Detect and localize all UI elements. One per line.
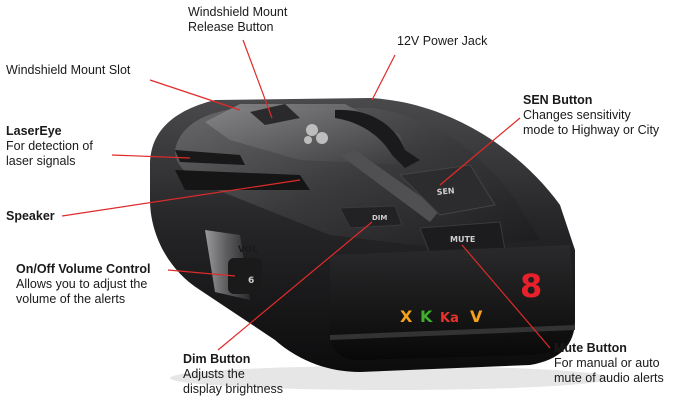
callout-power-jack-title: 12V Power Jack [397, 34, 488, 48]
band-indicator-ka: Ka [440, 311, 459, 326]
callout-power-jack: 12V Power Jack [397, 34, 487, 49]
callout-dim-button-title: Dim Button [183, 352, 251, 366]
callout-volume-title: On/Off Volume Control [16, 262, 151, 276]
volume-knob-label: VOL [238, 245, 258, 255]
volume-knob[interactable] [228, 258, 262, 294]
callout-sen-button-desc2: mode to Highway or City [523, 123, 660, 137]
callout-dim-button-desc2: display brightness [183, 382, 284, 396]
sen-button-label: SEN [436, 186, 455, 197]
callout-volume-desc1: Allows you to adjust the [16, 277, 148, 291]
callout-windshield-release: Windshield Mount Release Button [188, 5, 287, 35]
callout-volume-desc2: volume of the alerts [16, 292, 126, 306]
callout-mute-button-title: Mute Button [554, 341, 627, 355]
callout-windshield-release-title: Windshield Mount [188, 5, 288, 19]
callout-sen-button: SEN Button Changes sensitivity mode to H… [523, 93, 659, 138]
mount-ridge [335, 109, 420, 168]
callout-volume: On/Off Volume Control Allows you to adju… [16, 262, 150, 307]
display-digit: 8 [520, 267, 542, 305]
callout-lasereye-desc2: laser signals [6, 154, 76, 168]
callout-lasereye: LaserEye For detection of laser signals [6, 124, 93, 169]
dim-button-label: DIM [372, 214, 387, 222]
callout-speaker-title: Speaker [6, 209, 55, 223]
callout-lasereye-title: LaserEye [6, 124, 62, 138]
brand-logo [304, 124, 328, 144]
mute-button-label: MUTE [450, 235, 475, 244]
band-indicator-v: V [470, 307, 483, 326]
floor-shadow [170, 366, 610, 390]
volume-knob-value: 6 [248, 276, 254, 286]
band-indicator-k: K [420, 307, 433, 326]
callout-lasereye-desc1: For detection of [6, 139, 93, 153]
band-indicator-x: X [400, 307, 413, 326]
callout-mount-slot-title: Windshield Mount Slot [6, 63, 131, 77]
top-center-rib [340, 150, 440, 222]
dim-button[interactable] [339, 205, 403, 229]
callout-speaker: Speaker [6, 209, 55, 224]
callout-dim-button: Dim Button Adjusts the display brightnes… [183, 352, 283, 397]
lasereye-window [175, 150, 245, 165]
callout-dim-button-desc1: Adjusts the [183, 367, 245, 381]
callout-windshield-release-desc: Release Button [188, 20, 274, 34]
callout-mount-slot: Windshield Mount Slot [6, 63, 130, 78]
callout-sen-button-title: SEN Button [523, 93, 593, 107]
callout-sen-button-desc1: Changes sensitivity [523, 108, 631, 122]
callout-mute-button: Mute Button For manual or auto mute of a… [554, 341, 664, 386]
callout-mute-button-desc2: mute of audio alerts [554, 371, 664, 385]
callout-mute-button-desc1: For manual or auto [554, 356, 660, 370]
